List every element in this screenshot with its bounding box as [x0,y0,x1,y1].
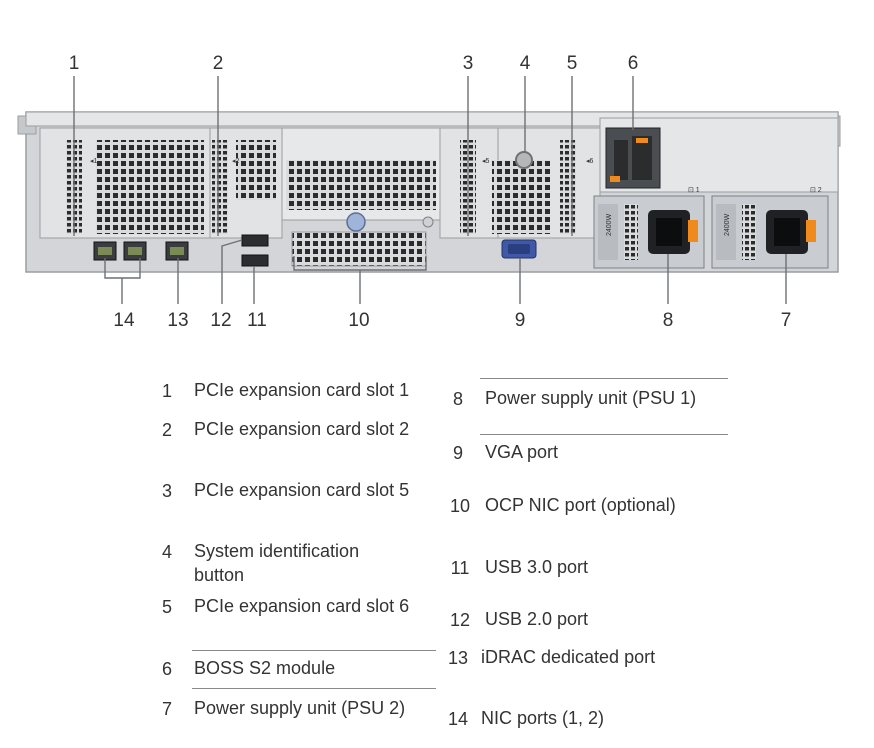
legend-rule-right-1 [480,378,728,379]
callout-13: 13 [167,310,189,331]
legend-label-10: OCP NIC port (optional) [485,495,676,515]
system-id-button [515,151,533,169]
legend-num-12: 12 [449,610,471,630]
riser-thumbscrew [346,212,366,232]
callout-2: 2 [212,53,224,74]
callout-1: 1 [68,53,80,74]
slot-mark-1: ◂1 [90,158,98,165]
legend-label-2: PCIe expansion card slot 2 [194,419,410,439]
ocp-nic-bay [291,231,427,267]
legend-num-9: 9 [452,443,463,463]
legend-num-10: 10 [449,496,471,516]
legend-num-14: 14 [447,709,469,729]
legend-label-6: BOSS S2 module [194,658,336,678]
callout-5: 5 [566,53,578,74]
legend-num-6: 6 [161,659,172,679]
slot-mark-5: ◂5 [482,158,490,165]
legend-num-8: 8 [452,389,463,409]
legend-label-12: USB 2.0 port [485,609,589,629]
legend-num-11: 11 [450,558,470,578]
psu-mark-1: ⊡ 1 [688,187,700,194]
legend-num-7: 7 [161,699,172,719]
psu-mark-2: ⊡ 2 [810,187,822,194]
legend-num-2: 2 [161,420,172,440]
slot-mark-6: ◂6 [586,158,594,165]
callout-12: 12 [210,310,232,331]
legend-label-1: PCIe expansion card slot 1 [194,380,410,400]
legend-num-4: 4 [161,542,172,562]
legend-num-1: 1 [161,381,172,401]
psu-2-rating: 2400W [724,213,731,236]
legend-rule-right-2 [480,434,728,435]
server-rear-view: ◂1 ◂2 ◂5 ◂6 ⊡ 1 ⊡ 2 2400W 2400W 1 2 3 4 … [0,0,874,340]
legend-label-8: Power supply unit (PSU 1) [485,388,697,408]
legend-label-7: Power supply unit (PSU 2) [194,698,406,718]
callout-6: 6 [627,53,639,74]
callout-9: 9 [514,310,526,331]
legend-num-3: 3 [161,481,172,501]
legend-rule-left-1 [192,650,436,651]
callout-3: 3 [462,53,474,74]
slot-mark-2: ◂2 [232,158,240,165]
callout-7: 7 [780,310,792,331]
psu-1-rating: 2400W [606,213,613,236]
callout-10: 10 [348,310,370,331]
legend-label-5: PCIe expansion card slot 6 [194,596,410,616]
legend-label-3: PCIe expansion card slot 5 [194,480,410,500]
legend-label-11: USB 3.0 port [485,557,589,577]
legend-label-14: NIC ports (1, 2) [481,708,605,728]
chassis-drawing: ◂1 ◂2 ◂5 ◂6 ⊡ 1 ⊡ 2 2400W 2400W [17,76,841,304]
callout-11: 11 [247,310,267,331]
usb-2-port [241,234,269,247]
legend-label-13: iDRAC dedicated port [481,647,656,667]
legend-label-9: VGA port [485,442,559,462]
callout-4: 4 [519,53,531,74]
leader-lines [73,76,787,304]
callout-8: 8 [662,310,674,331]
callout-14: 14 [113,310,135,331]
legend-label-4: System identification button [194,541,360,585]
usb-3-port [241,254,269,267]
pcie-slot-6 [560,140,576,234]
legend-num-5: 5 [161,597,172,617]
legend-num-13: 13 [447,648,469,668]
legend-rule-left-2 [192,688,436,689]
